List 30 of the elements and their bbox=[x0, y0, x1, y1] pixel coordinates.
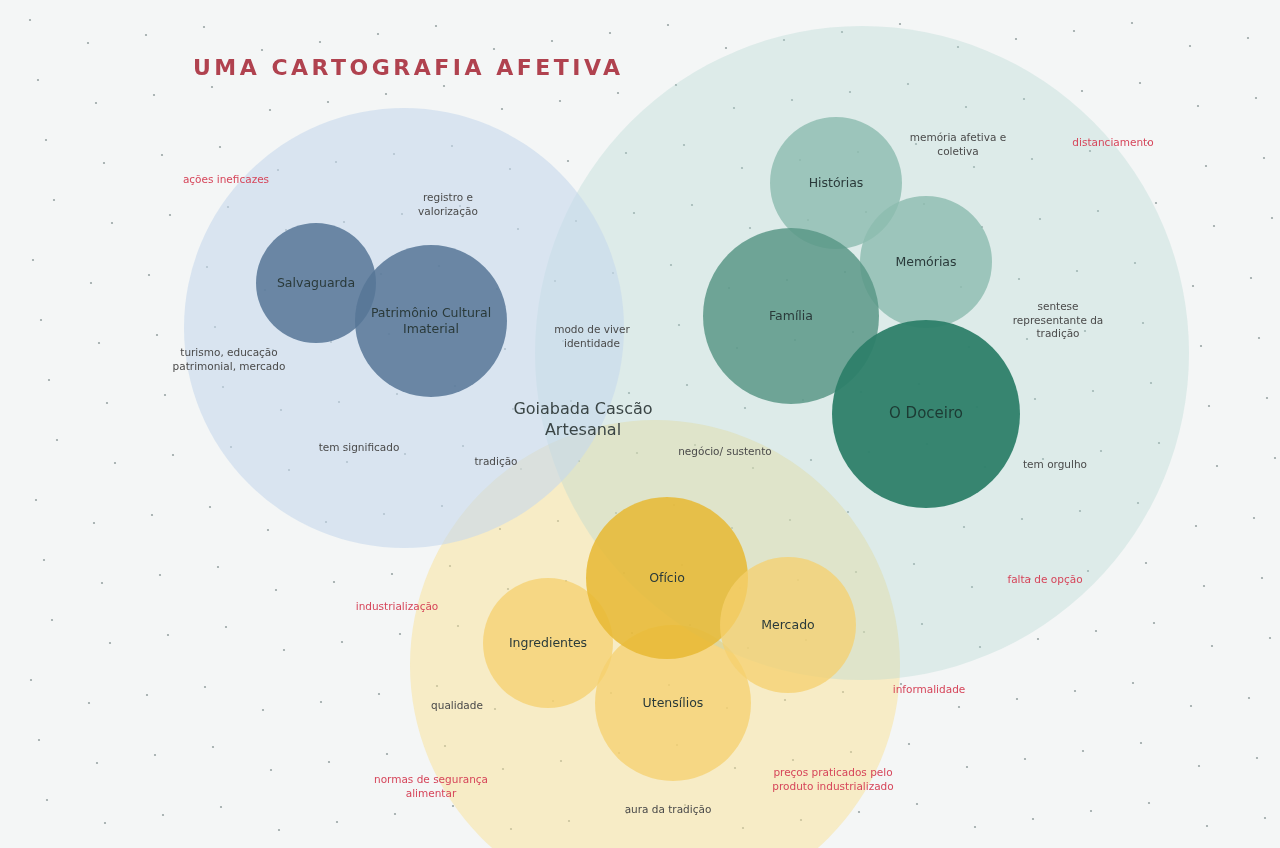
annotation-text: turismo, educação patrimonial, mercado bbox=[171, 346, 287, 374]
annotation-text: normas de segurança alimentar bbox=[373, 773, 489, 801]
diagram-title: UMA CARTOGRAFIA AFETIVA bbox=[193, 55, 624, 80]
circle-label: O Doceiro bbox=[889, 404, 963, 424]
annotation-text: qualidade bbox=[430, 699, 484, 713]
circle-label: Ingredientes bbox=[508, 634, 588, 652]
annotation-text: memória afetiva e coletiva bbox=[908, 131, 1008, 159]
annotation-text: aura da tradição bbox=[623, 803, 713, 817]
annotation-text: sentese representante da tradição bbox=[1011, 299, 1105, 341]
annotation-text: modo de viver identidade bbox=[553, 323, 631, 351]
central-theme-label: Goiabada Cascão Artesanal bbox=[512, 399, 654, 441]
circle-label: Utensílios bbox=[642, 694, 704, 712]
circle-label: Memórias bbox=[895, 253, 957, 271]
annotation-text: informalidade bbox=[891, 683, 967, 697]
annotation-text: industrialização bbox=[354, 600, 440, 614]
annotation-text: ações ineficazes bbox=[181, 173, 271, 187]
annotation-text: distanciamento bbox=[1071, 136, 1155, 150]
annotation-text: preços praticados pelo produto industrializado bbox=[771, 766, 895, 794]
annotation-text: tradição bbox=[473, 455, 519, 469]
circle-label: Ofício bbox=[649, 569, 685, 587]
annotation-text: falta de opção bbox=[1006, 573, 1084, 587]
annotation-text: tem significado bbox=[317, 441, 401, 455]
annotation-text: registro e valorização bbox=[417, 191, 479, 219]
circle-label: Salvaguarda bbox=[276, 274, 356, 292]
circle-label: Histórias bbox=[808, 174, 864, 192]
circle-label: Família bbox=[769, 307, 813, 325]
annotation-text: tem orgulho bbox=[1022, 458, 1088, 472]
circle-label: Mercado bbox=[761, 616, 815, 634]
circle-label: Patrimônio Cultural Imaterial bbox=[370, 304, 492, 338]
annotation-text: negócio/ sustento bbox=[677, 445, 773, 459]
